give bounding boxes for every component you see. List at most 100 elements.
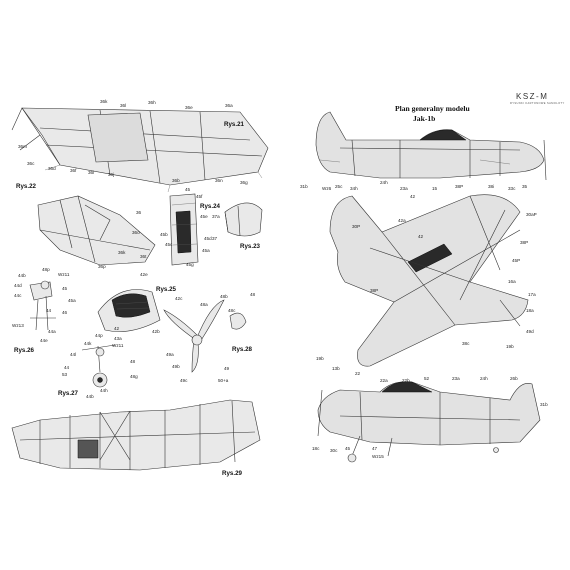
svg-text:36g: 36g (240, 180, 248, 185)
svg-text:35: 35 (522, 184, 528, 189)
svg-text:50+a: 50+a (218, 378, 229, 383)
figure-23-caption: Rys.23 (240, 243, 261, 250)
svg-text:24h: 24h (480, 376, 488, 381)
svg-text:36o: 36o (132, 230, 140, 235)
figure-29-caption: Rys.29 (222, 470, 243, 477)
svg-text:36e: 36e (185, 105, 193, 110)
svg-text:45P: 45P (512, 258, 520, 263)
svg-text:36t: 36t (140, 254, 147, 259)
svg-text:37a: 37a (212, 214, 220, 219)
svg-text:22a: 22a (380, 378, 388, 383)
svg-text:44a: 44a (48, 329, 56, 334)
svg-text:36h: 36h (148, 100, 156, 105)
svg-text:48p: 48p (42, 267, 50, 272)
svg-text:Wz11: Wz11 (112, 343, 124, 348)
svg-text:24h: 24h (380, 180, 388, 185)
svg-text:36k: 36k (100, 99, 108, 104)
svg-text:36d: 36d (48, 166, 56, 171)
svg-text:25c: 25c (335, 184, 343, 189)
svg-text:48: 48 (130, 359, 136, 364)
svg-text:44b: 44b (18, 273, 26, 278)
svg-text:48a: 48a (200, 302, 208, 307)
svg-text:36l: 36l (120, 103, 126, 108)
svg-text:36a: 36a (225, 103, 233, 108)
svg-text:44: 44 (46, 308, 52, 313)
svg-text:45e: 45e (200, 214, 208, 219)
svg-text:44k: 44k (84, 341, 92, 346)
svg-text:45: 45 (185, 187, 191, 192)
svg-text:38i: 38i (488, 184, 494, 189)
brand-name: KSZ-M (516, 92, 548, 101)
svg-text:45f: 45f (196, 194, 203, 199)
brand-tagline: RYSUNKI KARTONOWE SAMOLOTY (510, 101, 565, 105)
svg-text:36i: 36i (88, 170, 94, 175)
svg-text:19b: 19b (506, 344, 514, 349)
svg-text:44: 44 (64, 365, 70, 370)
svg-text:36p: 36p (98, 264, 106, 269)
svg-text:45d: 45d (204, 236, 212, 241)
svg-text:36f: 36f (70, 168, 77, 173)
svg-text:17a: 17a (528, 292, 536, 297)
svg-text:Wz13: Wz13 (12, 323, 24, 328)
svg-text:37: 37 (212, 236, 218, 241)
svg-text:49: 49 (224, 366, 230, 371)
svg-text:36: 36 (136, 210, 142, 215)
figure-23-cowl-part: Rys.23 37a 37 (212, 202, 263, 250)
svg-text:22b: 22b (402, 378, 410, 383)
svg-text:36b: 36b (172, 178, 180, 183)
svg-text:42b: 42b (152, 329, 160, 334)
svg-text:26b: 26b (510, 376, 518, 381)
svg-text:47: 47 (372, 446, 378, 451)
svg-text:38P: 38P (455, 184, 463, 189)
svg-text:49a: 49a (166, 352, 174, 357)
figure-26-caption: Rys.26 (14, 347, 35, 354)
brand-logo: KSZ-M RYSUNKI KARTONOWE SAMOLOTY (510, 92, 565, 105)
svg-text:31b: 31b (540, 402, 548, 407)
svg-text:45b: 45b (160, 232, 168, 237)
figure-21-caption: Rys.21 (224, 121, 245, 128)
svg-text:48b: 48b (220, 294, 228, 299)
svg-text:52: 52 (424, 376, 430, 381)
svg-text:15: 15 (432, 186, 438, 191)
svg-text:42c: 42c (175, 296, 183, 301)
svg-text:48g: 48g (130, 374, 138, 379)
svg-text:30P: 30P (352, 224, 360, 229)
svg-text:44p: 44p (95, 333, 103, 338)
svg-text:45a: 45a (202, 248, 210, 253)
svg-text:38P: 38P (370, 288, 378, 293)
svg-text:42: 42 (114, 326, 120, 331)
svg-text:38P: 38P (520, 240, 528, 245)
figure-29-fuselage-frame: Rys.29 (11, 399, 261, 477)
svg-text:53: 53 (62, 372, 68, 377)
figure-27-caption: Rys.27 (58, 390, 79, 397)
svg-text:45c: 45c (165, 242, 173, 247)
svg-text:23a: 23a (400, 186, 408, 191)
figure-28-caption: Rys.28 (232, 346, 253, 353)
svg-text:22: 22 (355, 371, 361, 376)
svg-text:Wz6: Wz6 (322, 186, 332, 191)
svg-text:45a: 45a (68, 298, 76, 303)
svg-text:13b: 13b (332, 366, 340, 371)
svg-text:44c: 44c (14, 293, 22, 298)
svg-text:38c: 38c (462, 341, 470, 346)
svg-text:44d: 44d (14, 283, 22, 288)
svg-text:42: 42 (410, 194, 416, 199)
svg-text:44l: 44l (70, 352, 76, 357)
svg-text:31b: 31b (300, 184, 308, 189)
svg-text:36c: 36c (27, 161, 35, 166)
svg-text:49d: 49d (526, 329, 534, 334)
svg-text:44b: 44b (86, 394, 94, 399)
svg-text:42a: 42a (398, 218, 406, 223)
svg-text:45: 45 (345, 446, 351, 451)
svg-text:43a: 43a (114, 336, 122, 341)
svg-text:18a: 18a (526, 308, 534, 313)
svg-text:44e: 44e (40, 338, 48, 343)
